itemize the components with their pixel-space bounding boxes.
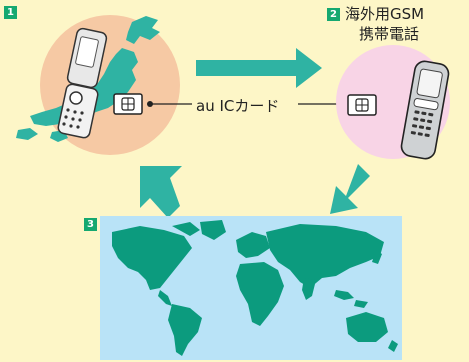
arrow-down-left-icon — [330, 164, 370, 214]
step-1-badge: 1 — [4, 6, 17, 19]
gsm-phone-icon — [400, 60, 450, 160]
flip-phone-icon — [57, 27, 108, 139]
gsm-phone-label-line1: 海外用GSM — [345, 5, 425, 23]
gsm-phone-label-line2: 携帯電話 — [359, 25, 420, 43]
sim-card-left-icon — [113, 93, 143, 115]
arrow-up-left-icon — [140, 166, 182, 218]
sim-card-right-icon — [347, 94, 377, 116]
au-ic-card-label: au ICカード — [196, 97, 280, 115]
japan-map-icon — [16, 16, 160, 142]
world-map-icon — [112, 220, 398, 356]
step-3-badge: 3 — [84, 218, 97, 231]
step-2-badge: 2 — [327, 8, 340, 21]
gsm-phone-label: 海外用GSM 携帯電話 — [345, 4, 424, 44]
arrow-right-icon — [196, 48, 322, 88]
